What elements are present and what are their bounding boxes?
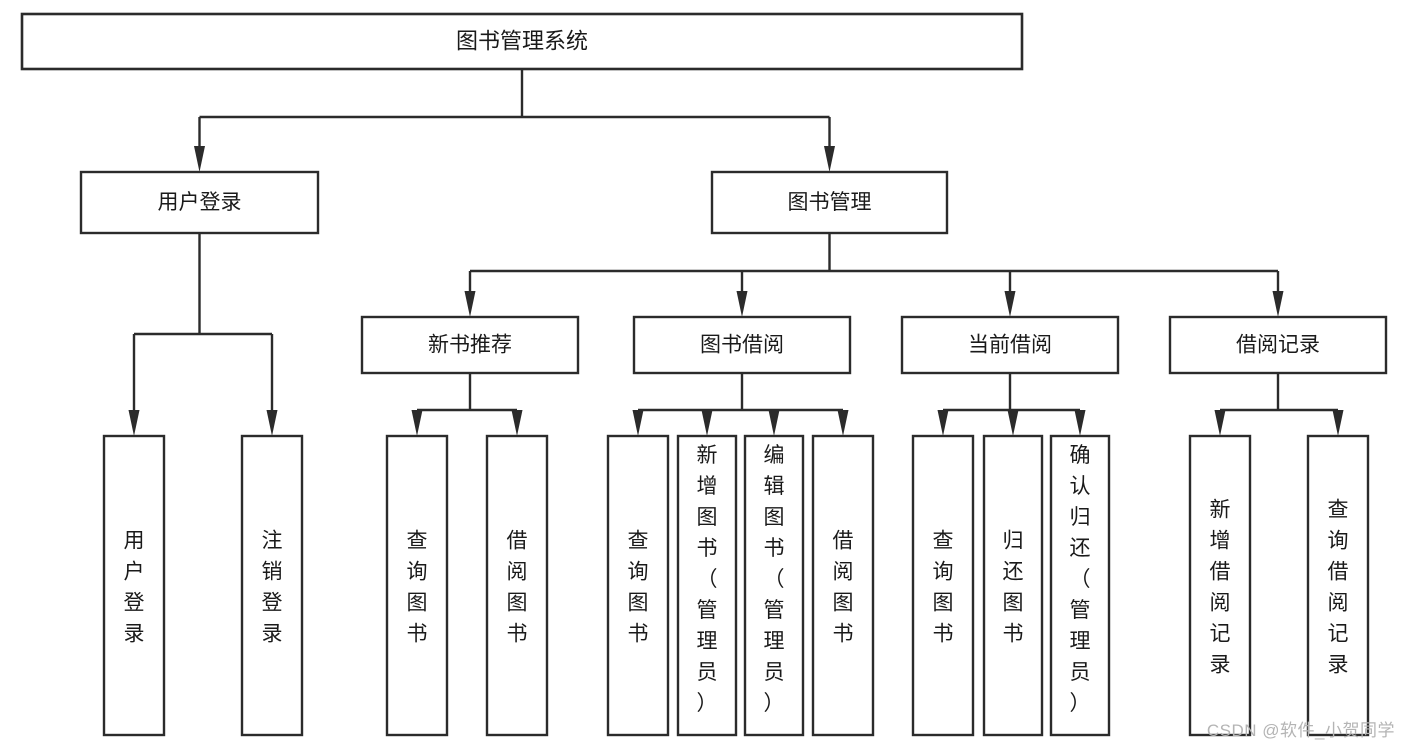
leaf-node-4[interactable]: 查询图书 bbox=[606, 434, 670, 737]
level2-node-3-rect[interactable] bbox=[1168, 315, 1388, 375]
level2-node-0-rect[interactable] bbox=[360, 315, 580, 375]
manage-to-level2-3-arrowhead bbox=[1272, 291, 1284, 317]
leaf-node-3[interactable]: 借阅图书 bbox=[485, 434, 549, 737]
level2-2-to-leaf-0-arrowhead bbox=[937, 410, 949, 436]
level1-node-1[interactable]: 图书管理 bbox=[710, 170, 949, 235]
leaf-node-10[interactable]: 确认归还（管理员） bbox=[1049, 434, 1111, 737]
leaf-node-3-rect[interactable] bbox=[485, 434, 549, 737]
leaf-node-11-rect[interactable] bbox=[1188, 434, 1252, 737]
leaf-node-10-label: 确认归还（管理员） bbox=[1070, 444, 1091, 715]
manage-to-level2-0-arrowhead bbox=[464, 291, 476, 317]
level2-node-0-label: 新书推荐 bbox=[428, 334, 512, 357]
leaf-node-7-label: 借阅图书 bbox=[833, 530, 854, 646]
login-to-leaf-1-arrowhead bbox=[266, 410, 278, 436]
leaf-node-9[interactable]: 归还图书 bbox=[982, 434, 1044, 737]
level2-2-to-leaf-1-arrowhead bbox=[1007, 410, 1019, 436]
node-layer: 图书管理系统用户登录图书管理新书推荐图书借阅当前借阅借阅记录用户登录注销登录查询… bbox=[20, 12, 1388, 737]
level2-node-2-rect[interactable] bbox=[900, 315, 1120, 375]
level2-node-2-label: 当前借阅 bbox=[968, 334, 1052, 357]
level2-2-to-leaf-2-arrowhead bbox=[1074, 410, 1086, 436]
leaf-node-9-label: 归还图书 bbox=[1003, 530, 1024, 646]
leaf-node-9-rect[interactable] bbox=[982, 434, 1044, 737]
level2-node-1[interactable]: 图书借阅 bbox=[632, 315, 852, 375]
leaf-node-8-label: 查询图书 bbox=[933, 530, 954, 646]
level2-1-to-leaf-3-arrowhead bbox=[837, 410, 849, 436]
level2-node-3-label: 借阅记录 bbox=[1236, 334, 1320, 357]
leaf-node-2-label: 查询图书 bbox=[407, 530, 428, 646]
level1-node-1-rect[interactable] bbox=[710, 170, 949, 235]
level2-1-to-leaf-2-arrowhead bbox=[768, 410, 780, 436]
level2-node-0[interactable]: 新书推荐 bbox=[360, 315, 580, 375]
level1-node-0-rect[interactable] bbox=[79, 170, 320, 235]
leaf-node-12-label: 查询借阅记录 bbox=[1328, 499, 1349, 677]
level2-node-1-rect[interactable] bbox=[632, 315, 852, 375]
level1-node-0-label: 用户登录 bbox=[158, 191, 242, 214]
level2-node-3[interactable]: 借阅记录 bbox=[1168, 315, 1388, 375]
leaf-node-0-rect[interactable] bbox=[102, 434, 166, 737]
leaf-node-1[interactable]: 注销登录 bbox=[240, 434, 304, 737]
connector-layer bbox=[128, 69, 1344, 436]
leaf-node-12[interactable]: 查询借阅记录 bbox=[1306, 434, 1370, 737]
leaf-node-5[interactable]: 新增图书（管理员） bbox=[676, 434, 738, 737]
leaf-node-0[interactable]: 用户登录 bbox=[102, 434, 166, 737]
leaf-node-6-label: 编辑图书（管理员） bbox=[764, 444, 785, 715]
level2-node-2[interactable]: 当前借阅 bbox=[900, 315, 1120, 375]
leaf-node-1-rect[interactable] bbox=[240, 434, 304, 737]
leaf-node-6[interactable]: 编辑图书（管理员） bbox=[743, 434, 805, 737]
root-node-label: 图书管理系统 bbox=[456, 28, 588, 53]
login-to-leaf-0-arrowhead bbox=[128, 410, 140, 436]
leaf-node-0-label: 用户登录 bbox=[124, 530, 145, 646]
leaf-node-7[interactable]: 借阅图书 bbox=[811, 434, 875, 737]
leaf-node-3-label: 借阅图书 bbox=[507, 530, 528, 646]
level2-3-to-leaf-0-arrowhead bbox=[1214, 410, 1226, 436]
level2-1-to-leaf-0-arrowhead bbox=[632, 410, 644, 436]
manage-to-level2-2-arrowhead bbox=[1004, 291, 1016, 317]
watermark-credit: CSDN @软件_小贺同学 bbox=[1206, 721, 1395, 740]
manage-to-level2-1-arrowhead bbox=[736, 291, 748, 317]
leaf-node-11-label: 新增借阅记录 bbox=[1210, 499, 1231, 677]
leaf-node-5-rect[interactable] bbox=[676, 434, 738, 737]
level2-3-to-leaf-1-arrowhead bbox=[1332, 410, 1344, 436]
leaf-node-4-label: 查询图书 bbox=[628, 530, 649, 646]
root-to-level1-0-arrowhead bbox=[194, 146, 205, 172]
level2-0-to-leaf-0-arrowhead bbox=[411, 410, 423, 436]
root-node[interactable]: 图书管理系统 bbox=[20, 12, 1024, 71]
leaf-node-2-rect[interactable] bbox=[385, 434, 449, 737]
leaf-node-6-rect[interactable] bbox=[743, 434, 805, 737]
level2-node-1-label: 图书借阅 bbox=[700, 334, 784, 357]
level2-1-to-leaf-1-arrowhead bbox=[701, 410, 713, 436]
leaf-node-2[interactable]: 查询图书 bbox=[385, 434, 449, 737]
leaf-node-12-rect[interactable] bbox=[1306, 434, 1370, 737]
leaf-node-8[interactable]: 查询图书 bbox=[911, 434, 975, 737]
root-to-level1-1-arrowhead bbox=[824, 146, 835, 172]
leaf-node-10-rect[interactable] bbox=[1049, 434, 1111, 737]
leaf-node-1-label: 注销登录 bbox=[262, 530, 283, 646]
level1-node-1-label: 图书管理 bbox=[788, 191, 872, 214]
level1-node-0[interactable]: 用户登录 bbox=[79, 170, 320, 235]
root-node-rect[interactable] bbox=[20, 12, 1024, 71]
leaf-node-5-label: 新增图书（管理员） bbox=[697, 444, 718, 715]
leaf-node-8-rect[interactable] bbox=[911, 434, 975, 737]
leaf-node-4-rect[interactable] bbox=[606, 434, 670, 737]
leaf-node-11[interactable]: 新增借阅记录 bbox=[1188, 434, 1252, 737]
leaf-node-7-rect[interactable] bbox=[811, 434, 875, 737]
level2-0-to-leaf-1-arrowhead bbox=[511, 410, 523, 436]
